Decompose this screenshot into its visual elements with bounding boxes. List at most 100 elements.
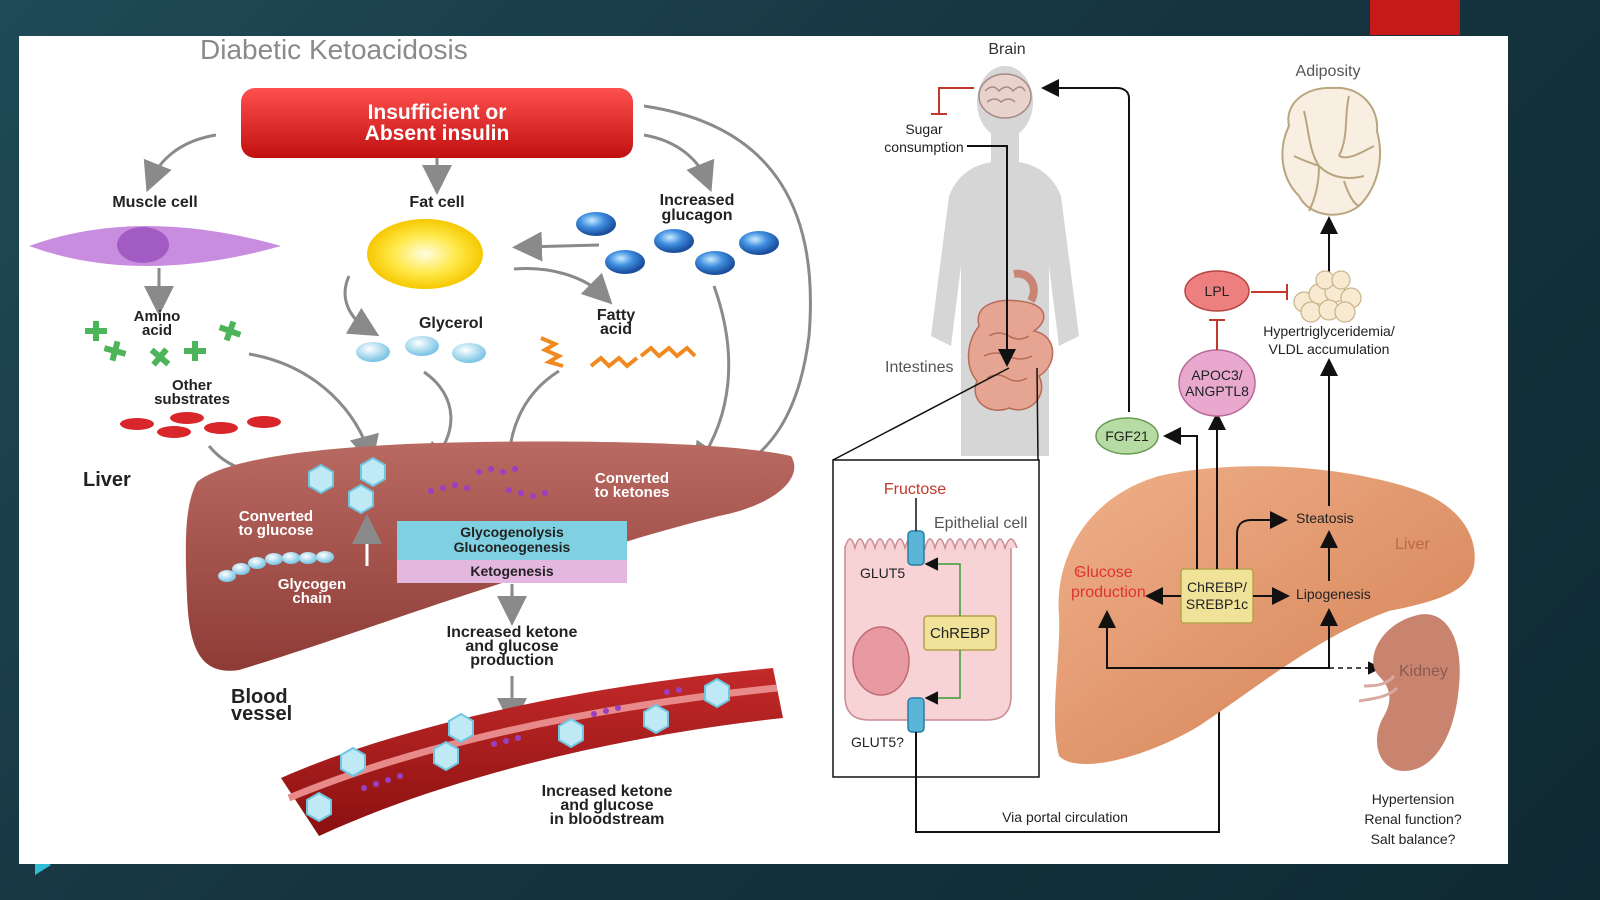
- fatty-label-1: Fatty: [597, 307, 635, 324]
- right-liver-label: Liver: [1395, 536, 1430, 553]
- glycogen-label-2: chain: [292, 590, 331, 607]
- sugar-inhibit-line: [938, 87, 974, 114]
- other-label-1: Other: [172, 377, 212, 394]
- insulin-label-1: Insufficient or: [368, 101, 507, 124]
- liver-label: Liver: [83, 469, 131, 491]
- microvilli: [844, 538, 1018, 551]
- glycerol-icons: [356, 336, 486, 363]
- chrebp-srebp-label-1: ChREBP/: [1187, 579, 1247, 595]
- fat-cell-shape: [367, 219, 483, 289]
- intestines-label: Intestines: [885, 359, 953, 376]
- arrow-to-fgf21: [1163, 427, 1198, 569]
- fatty-acid-icons: [540, 336, 697, 369]
- converted-ketones-1: Converted: [595, 470, 669, 487]
- ketone-dots: [428, 466, 548, 499]
- diagram-canvas: Diabetic Ketoacidosis Insufficient or Ab…: [29, 36, 1475, 847]
- steatosis-label: Steatosis: [1296, 510, 1354, 526]
- chrebp-label: ChREBP: [930, 625, 990, 642]
- arrow-insulin-muscle: [143, 133, 217, 193]
- arrow-insulin-glucagon: [643, 133, 715, 193]
- arrow-fat-fatty: [513, 266, 613, 305]
- brain-label: Brain: [988, 41, 1025, 58]
- lpl-oval: [1184, 270, 1250, 312]
- arrow-chrebp-glut5: [924, 557, 961, 616]
- glut5-transporter-bottom: [907, 697, 925, 733]
- arrow-glucagon-fat: [512, 231, 600, 262]
- kidney-effect-1: Hypertension: [1372, 791, 1455, 807]
- arrow-fat-glycerol: [343, 275, 380, 337]
- amino-label-1: Amino: [134, 308, 181, 325]
- process-box-cyan: [397, 521, 627, 560]
- left-title: Diabetic Ketoacidosis: [200, 36, 468, 65]
- production-label-2: and glucose: [465, 638, 558, 655]
- blood-ketone-dots: [361, 687, 682, 791]
- glut5-label: GLUT5: [860, 565, 905, 581]
- lpl-label: LPL: [1205, 283, 1230, 299]
- chrebp-srebp-label-2: SREBP1c: [1186, 596, 1248, 612]
- brain-icon: [978, 73, 1032, 119]
- process-label-1: Glycogenolysis: [460, 524, 564, 540]
- zoom-lines: [832, 367, 1039, 461]
- portal-label: Via portal circulation: [1002, 809, 1128, 825]
- kidney-effect-3: Salt balance?: [1371, 831, 1456, 847]
- arrow-amino-liver: [248, 352, 379, 466]
- glucose-label-2: production: [1071, 584, 1146, 601]
- apoc3-label-2: ANGPTL8: [1185, 383, 1249, 399]
- cell-nucleus: [852, 626, 910, 696]
- glucose-label-1: Glucose: [1074, 564, 1133, 581]
- glucagon-icons: [576, 212, 779, 275]
- glut5q-label: GLUT5?: [851, 734, 904, 750]
- hypertg-label-2: VLDL accumulation: [1269, 341, 1390, 357]
- glucagon-label-1: Increased: [660, 192, 735, 209]
- portal-circulation-arrow: [915, 626, 1228, 833]
- production-label-1: Increased ketone: [447, 624, 578, 641]
- glycogen-label-1: Glycogen: [278, 576, 346, 593]
- converted-glucose-2: to glucose: [238, 522, 313, 539]
- adiposity-label: Adiposity: [1296, 63, 1361, 80]
- kidney-effect-2: Renal function?: [1364, 811, 1462, 827]
- blood-vessel-highlight: [287, 684, 778, 802]
- fructose-label: Fructose: [884, 481, 946, 498]
- lipogenesis-label: Lipogenesis: [1296, 586, 1371, 602]
- triglyceride-cluster-icon: [1293, 270, 1362, 323]
- glycerol-label: Glycerol: [419, 315, 483, 332]
- sugar-label-1: Sugar: [905, 121, 943, 137]
- converted-glucose-1: Converted: [239, 508, 313, 525]
- hypertg-label-1: Hypertriglyceridemia/: [1263, 323, 1395, 339]
- production-label-3: production: [470, 652, 554, 669]
- arrow-insulin-liver: [643, 104, 812, 483]
- kidney-vessels: [1358, 674, 1399, 703]
- process-label-2: Gluconeogenesis: [454, 539, 571, 555]
- apoc3-label-1: APOC3/: [1191, 367, 1242, 383]
- arrow-fgf21-brain: [1041, 79, 1130, 412]
- red-corner-tab: [1370, 0, 1460, 35]
- blood-label-2: vessel: [231, 703, 292, 725]
- glycogen-chain-icons: [218, 551, 334, 582]
- right-liver-shape: [1054, 466, 1475, 765]
- arrow-sugar-intestines: [967, 145, 1016, 367]
- other-substrate-icons: [120, 412, 281, 438]
- amino-label-2: acid: [142, 322, 172, 339]
- sugar-label-2: consumption: [884, 139, 963, 155]
- slide-image: Diabetic Ketoacidosis Insufficient or Ab…: [19, 36, 1508, 864]
- bloodstream-label-2: and glucose: [560, 797, 653, 814]
- blood-label-1: Blood: [231, 686, 288, 708]
- kidney-icon: [1373, 614, 1460, 771]
- other-label-2: substrates: [154, 391, 230, 408]
- arrow-to-steatosis: [1236, 511, 1288, 569]
- epithelial-label: Epithelial cell: [934, 515, 1027, 532]
- muscle-cell-label: Muscle cell: [112, 194, 197, 211]
- arrow-chrebp-glut5q: [924, 650, 961, 705]
- glucose-hexagons: [308, 456, 386, 515]
- bloodstream-label-3: in bloodstream: [550, 811, 665, 828]
- fgf21-label: FGF21: [1105, 428, 1149, 444]
- glut5-transporter-top: [907, 530, 925, 566]
- bloodstream-label-1: Increased ketone: [542, 783, 673, 800]
- glucagon-label-2: glucagon: [661, 207, 732, 224]
- fatty-label-2: acid: [600, 321, 632, 338]
- process-box-pink: [397, 560, 627, 583]
- amino-acid-icons: [85, 320, 242, 367]
- fgf21-oval: [1095, 417, 1159, 455]
- converted-ketones-2: to ketones: [594, 484, 669, 501]
